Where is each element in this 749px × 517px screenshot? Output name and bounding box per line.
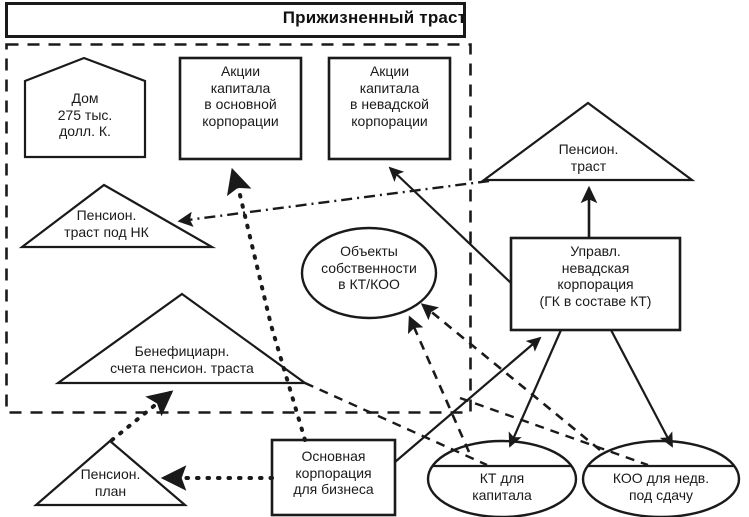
- page-title: Прижизненный траст: [282, 8, 467, 27]
- edge-nevada-mgmt-to-koo-rental: [610, 329, 673, 448]
- edge-nevada-mgmt-to-kt-capital: [508, 329, 563, 448]
- node-pension-trust: [480, 101, 696, 182]
- node-property-objects: [300, 226, 438, 320]
- node-pension-trust-nk: [18, 183, 217, 249]
- node-shares-nevada-corp: [327, 56, 452, 161]
- edge-main-corp-to-shares-main: [226, 167, 307, 442]
- edge-pension-trust-to-pension-trust-nk: [177, 179, 490, 227]
- edge-beneficiary-to-koo-rental: [459, 396, 649, 467]
- edge-beneficiary-to-kt-capital: [304, 381, 488, 467]
- edge-pension-plan-to-beneficiary-accounts: [110, 390, 174, 442]
- node-kt-capital: [426, 439, 578, 517]
- node-pension-plan: [33, 439, 188, 507]
- node-house: [23, 56, 147, 159]
- node-shares-main-corp: [178, 56, 303, 161]
- edge-nevada-mgmt-to-shares-nevada: [388, 166, 512, 284]
- edge-kt-capital-to-property-objects: [407, 315, 471, 453]
- living-trust-container: [5, 43, 472, 414]
- node-beneficiary-accounts: [54, 292, 309, 385]
- title-box: [5, 2, 466, 38]
- node-main-business-corp: [270, 438, 397, 517]
- node-koo-rental: [581, 439, 741, 517]
- node-nevada-management-corp: [509, 236, 682, 332]
- edge-koo-rental-to-property-objects: [420, 303, 601, 452]
